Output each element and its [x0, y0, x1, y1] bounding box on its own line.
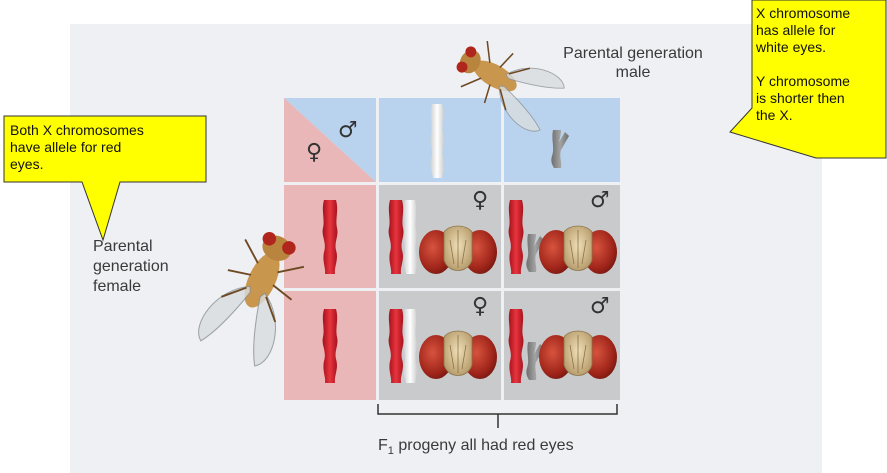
- callout-line: has allele for: [756, 22, 836, 38]
- label-line: generation: [93, 258, 169, 275]
- female-symbol: ♀: [472, 294, 489, 319]
- callout-line: white eyes.: [756, 39, 827, 55]
- callout-line: Both X chromosomes: [10, 122, 144, 138]
- male-symbol: ♂: [338, 118, 358, 143]
- callout-line: have allele for red: [10, 139, 122, 155]
- label-line: female: [93, 278, 142, 295]
- white-x-chromosome: [403, 309, 417, 383]
- label-line: male: [615, 64, 651, 81]
- red-eye-fly-head-icon: [538, 330, 618, 380]
- red-x-chromosome: [388, 309, 404, 383]
- right-callout-bubble: [729, 0, 887, 159]
- corner-cell: [284, 98, 376, 182]
- progeny-subscript: 1: [387, 445, 394, 458]
- callout-line: X chromosome: [756, 5, 851, 21]
- progeny-bracket: [377, 404, 618, 428]
- male-parent-label: Parental generation male: [545, 44, 721, 82]
- red-eye-fly-head-icon: [538, 225, 618, 275]
- progeny-prefix: F: [378, 437, 388, 454]
- female-symbol: ♀: [306, 140, 323, 165]
- label-line: Parental generation: [563, 45, 703, 62]
- y-chromosome: [551, 130, 569, 168]
- male-symbol: ♂: [590, 188, 610, 213]
- right-callout-text: X chromosome has allele for white eyes. …: [756, 5, 850, 124]
- callout-line: eyes.: [10, 156, 44, 172]
- progeny-suffix: progeny all had red eyes: [393, 437, 574, 454]
- red-x-chromosome: [388, 200, 404, 274]
- callout-line: is shorter then: [756, 90, 845, 106]
- left-callout-text: Both X chromosomes have allele for red e…: [10, 122, 144, 173]
- callout-line: [756, 56, 850, 73]
- red-x-chromosome: [322, 309, 338, 383]
- white-x-chromosome: [403, 200, 417, 274]
- left-callout-bubble: [3, 115, 207, 242]
- female-parent-label: Parental generation female: [93, 237, 169, 297]
- red-eye-fly-head-icon: [418, 225, 498, 275]
- female-fruit-fly-icon: [192, 220, 318, 371]
- red-x-chromosome: [508, 309, 524, 383]
- label-line: Parental: [93, 238, 153, 255]
- red-x-chromosome: [508, 200, 524, 274]
- female-symbol: ♀: [472, 188, 489, 213]
- red-x-chromosome: [322, 200, 338, 274]
- red-eye-fly-head-icon: [418, 330, 498, 380]
- callout-line: the X.: [756, 107, 793, 123]
- white-x-chromosome: [430, 104, 444, 178]
- callout-line: Y chromosome: [756, 73, 850, 89]
- progeny-label: F1 progeny all had red eyes: [378, 436, 574, 461]
- male-symbol: ♂: [590, 294, 610, 319]
